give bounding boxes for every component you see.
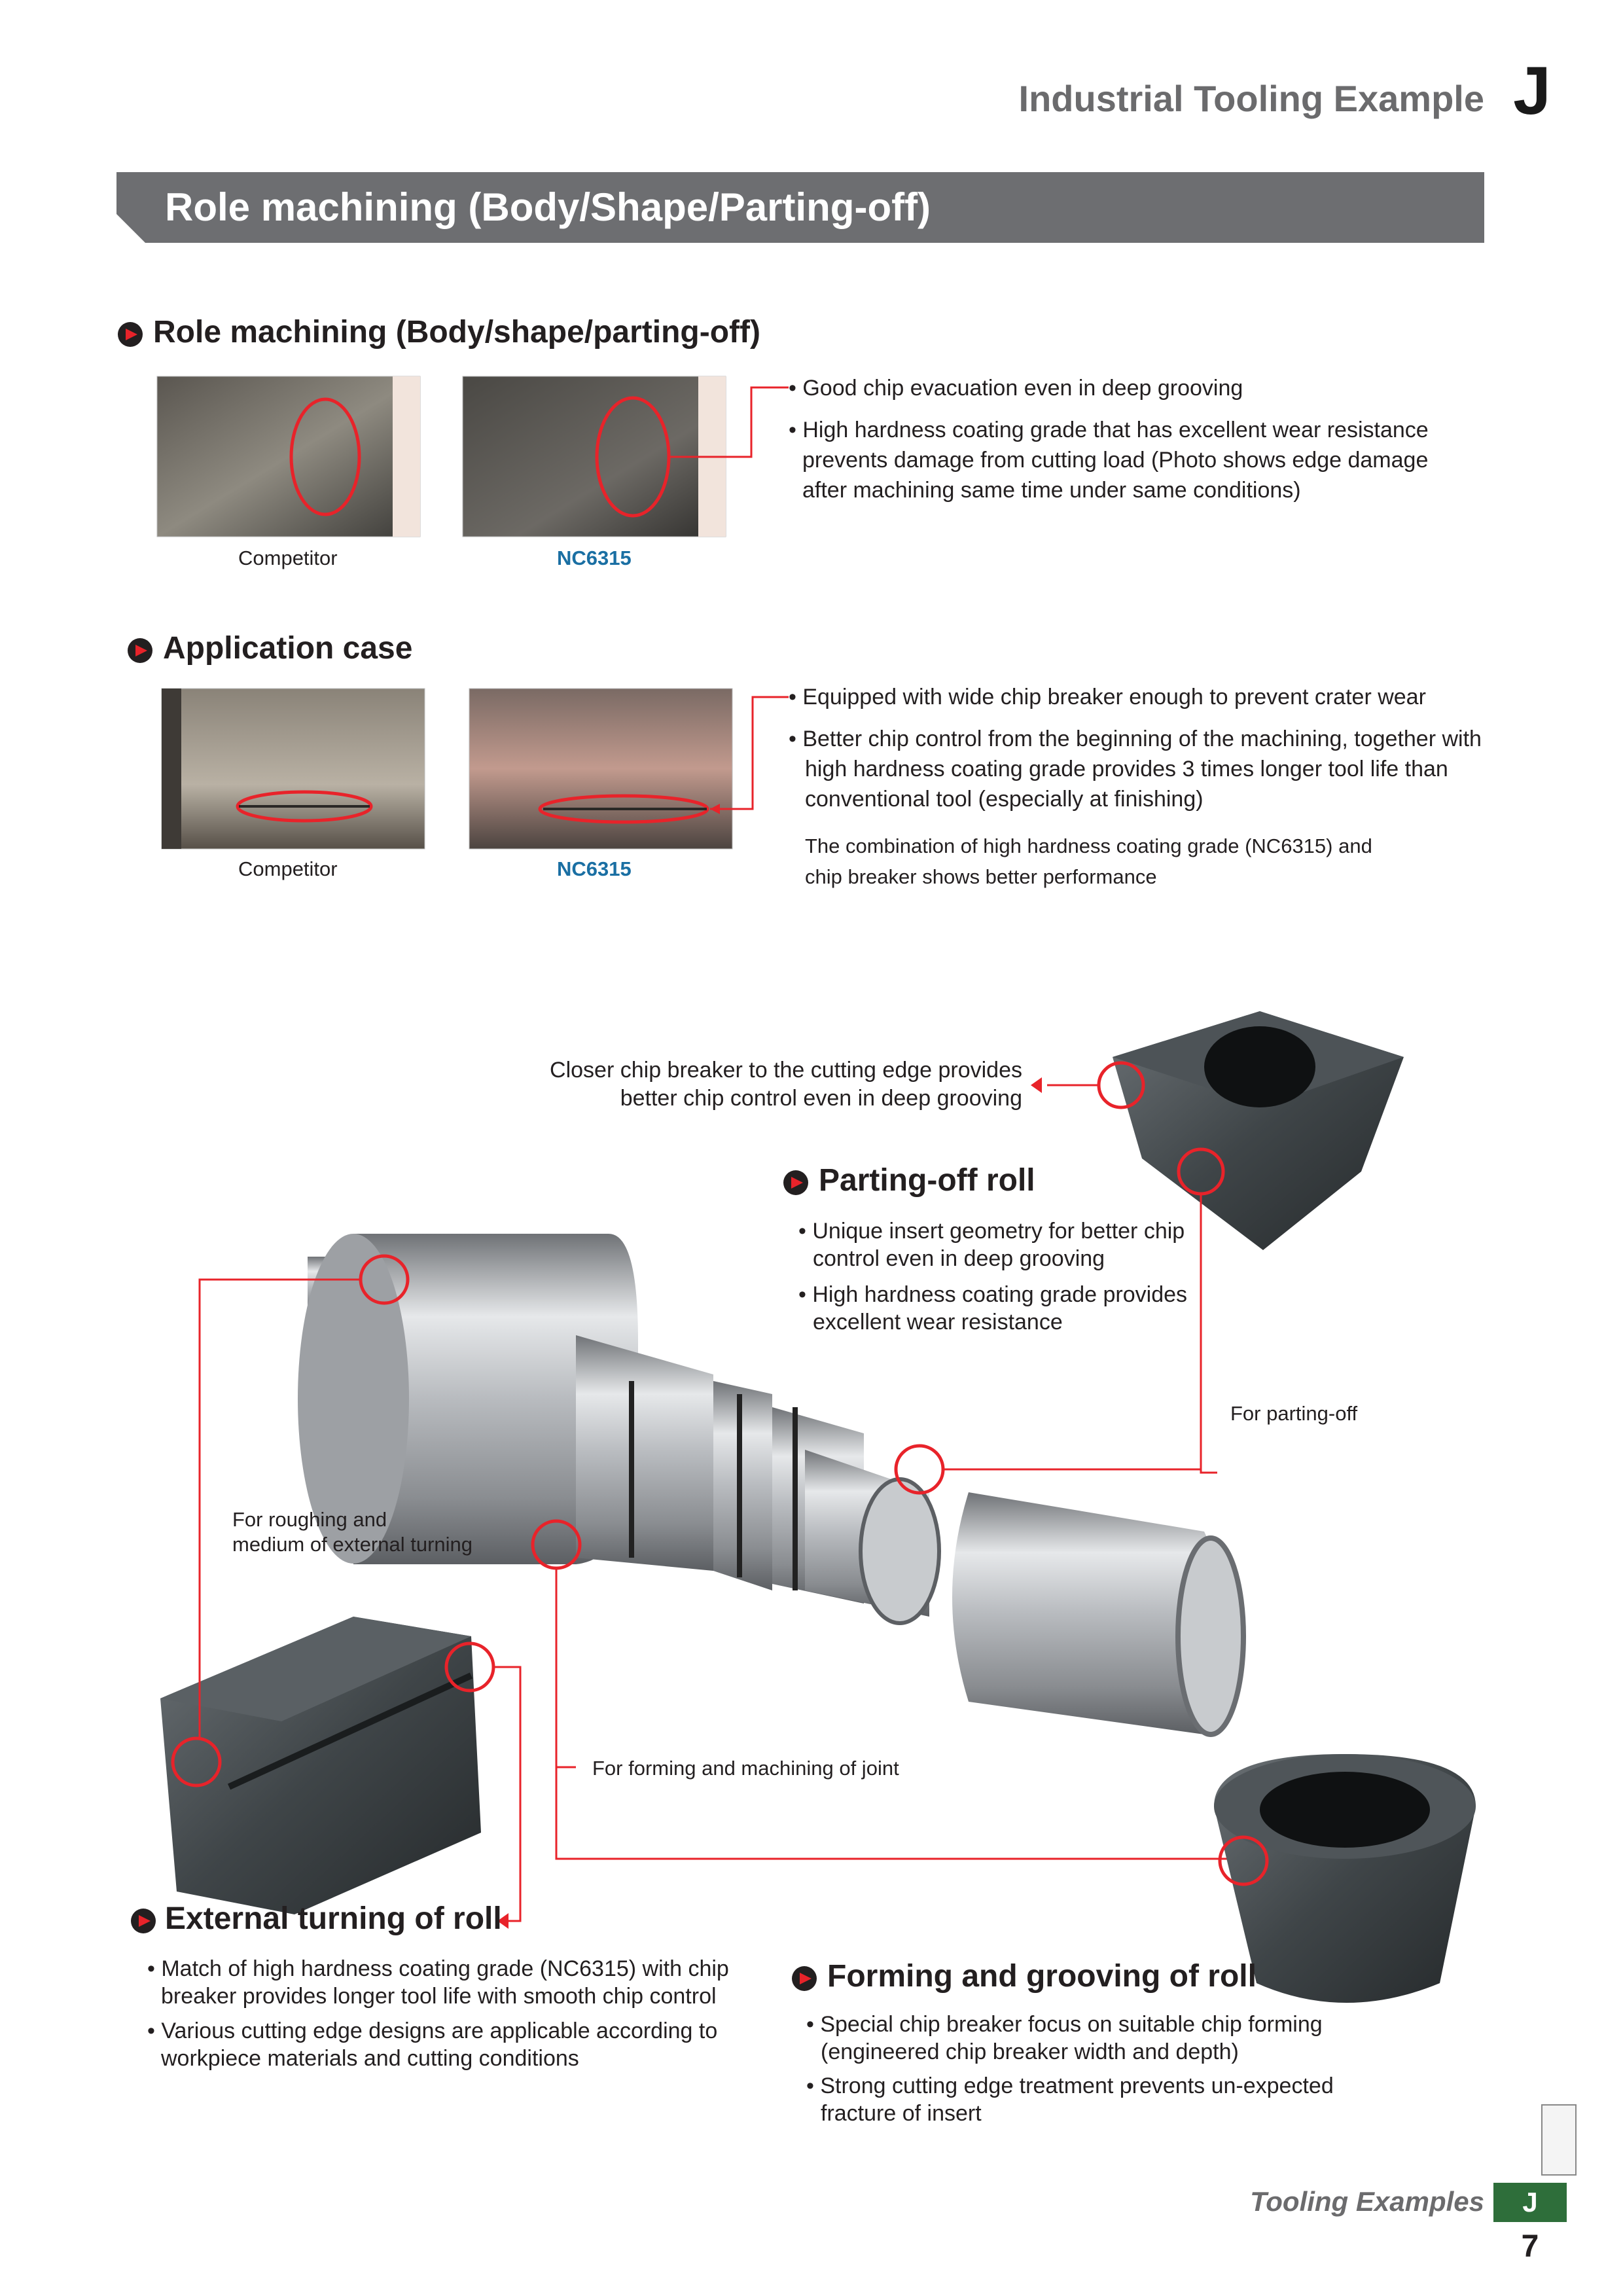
title-banner	[116, 172, 1484, 243]
roll-shaft	[298, 1234, 941, 1625]
footer-title: Tooling Examples	[1250, 2186, 1484, 2217]
forming-heading: Forming and grooving of roll	[827, 1959, 1257, 1994]
section-letter: J	[1513, 53, 1551, 129]
section-title: Industrial Tooling Example	[1018, 78, 1484, 119]
nc6315-photo-2	[469, 688, 733, 850]
chip-breaker-note-line2: better chip control even in deep groovin…	[620, 1086, 1022, 1111]
external-turning-heading: External turning of roll	[165, 1901, 502, 1936]
section1-bullet-1: • Good chip evacuation even in deep groo…	[789, 376, 1243, 401]
label-roughing-line1: For roughing and	[232, 1508, 387, 1531]
external-turning-bullet-icon	[131, 1909, 156, 1933]
parting-off-heading: Parting-off roll	[819, 1163, 1035, 1198]
forming-bullet-1-line2: (engineered chip breaker width and depth…	[821, 2039, 1239, 2064]
forming-bullet-1: • Special chip breaker focus on suitable…	[806, 2012, 1323, 2037]
forming-bullet-icon	[792, 1966, 817, 1991]
external-bullet-2-line2: workpiece materials and cutting conditio…	[161, 2046, 579, 2071]
caption-nc6315-2: NC6315	[557, 857, 632, 880]
section2-note-line2: chip breaker shows better performance	[805, 865, 1157, 888]
caption-competitor-2: Competitor	[238, 857, 338, 880]
banner-title: Role machining (Body/Shape/Parting-off)	[165, 185, 931, 229]
competitor-photo-2	[161, 688, 425, 850]
section1-heading: Role machining (Body/shape/parting-off)	[153, 315, 761, 350]
chip-breaker-note-line1: Closer chip breaker to the cutting edge …	[550, 1058, 1022, 1083]
section1-bullet-2-line2: prevents damage from cutting load (Photo…	[802, 448, 1429, 473]
parting-off-bullet-1: • Unique insert geometry for better chip	[798, 1219, 1185, 1244]
parting-off-bullet-1-line2: control even in deep grooving	[813, 1246, 1105, 1271]
section2-bullet-2-line2: high hardness coating grade provides 3 t…	[805, 757, 1448, 781]
parted-sleeve	[952, 1492, 1246, 1737]
label-parting-off: For parting-off	[1230, 1402, 1358, 1425]
footer-tab: J	[1493, 2183, 1567, 2222]
competitor-photo-1	[156, 376, 421, 537]
section2-bullet-2-line3: conventional tool (especially at finishi…	[805, 787, 1204, 812]
label-roughing-line2: medium of external turning	[232, 1533, 473, 1556]
external-turning-insert	[160, 1617, 481, 1914]
side-thumbnail-icon	[1541, 2104, 1577, 2176]
section2-bullet-2: • Better chip control from the beginning…	[789, 726, 1482, 751]
forming-bullet-2: • Strong cutting edge treatment prevents…	[806, 2073, 1334, 2098]
caption-competitor-1: Competitor	[238, 547, 338, 569]
section1-bullet-icon	[118, 322, 143, 347]
banner-notch	[116, 214, 145, 243]
section2-heading: Application case	[163, 631, 413, 666]
parting-off-bullet-2: • High hardness coating grade provides	[798, 1282, 1188, 1307]
section2-bullet-1: • Equipped with wide chip breaker enough…	[789, 685, 1426, 709]
external-bullet-1-line2: breaker provides longer tool life with s…	[161, 1984, 717, 2009]
page-number: 7	[1521, 2229, 1539, 2264]
section1-bullet-2-line3: after machining same time under same con…	[802, 478, 1301, 503]
caption-nc6315-1: NC6315	[557, 547, 632, 569]
section2-bullet-icon	[128, 638, 152, 663]
label-forming-joint: For forming and machining of joint	[592, 1757, 899, 1780]
parting-off-bullet-icon	[783, 1170, 808, 1195]
parting-off-bullet-2-line2: excellent wear resistance	[813, 1310, 1063, 1335]
external-bullet-1: • Match of high hardness coating grade (…	[147, 1956, 729, 1981]
section1-bullet-2: • High hardness coating grade that has e…	[789, 418, 1429, 442]
forming-insert	[1214, 1754, 1476, 2003]
forming-bullet-2-line2: fracture of insert	[821, 2101, 982, 2126]
section2-note-line1: The combination of high hardness coating…	[805, 834, 1372, 857]
external-bullet-2: • Various cutting edge designs are appli…	[147, 2018, 718, 2043]
